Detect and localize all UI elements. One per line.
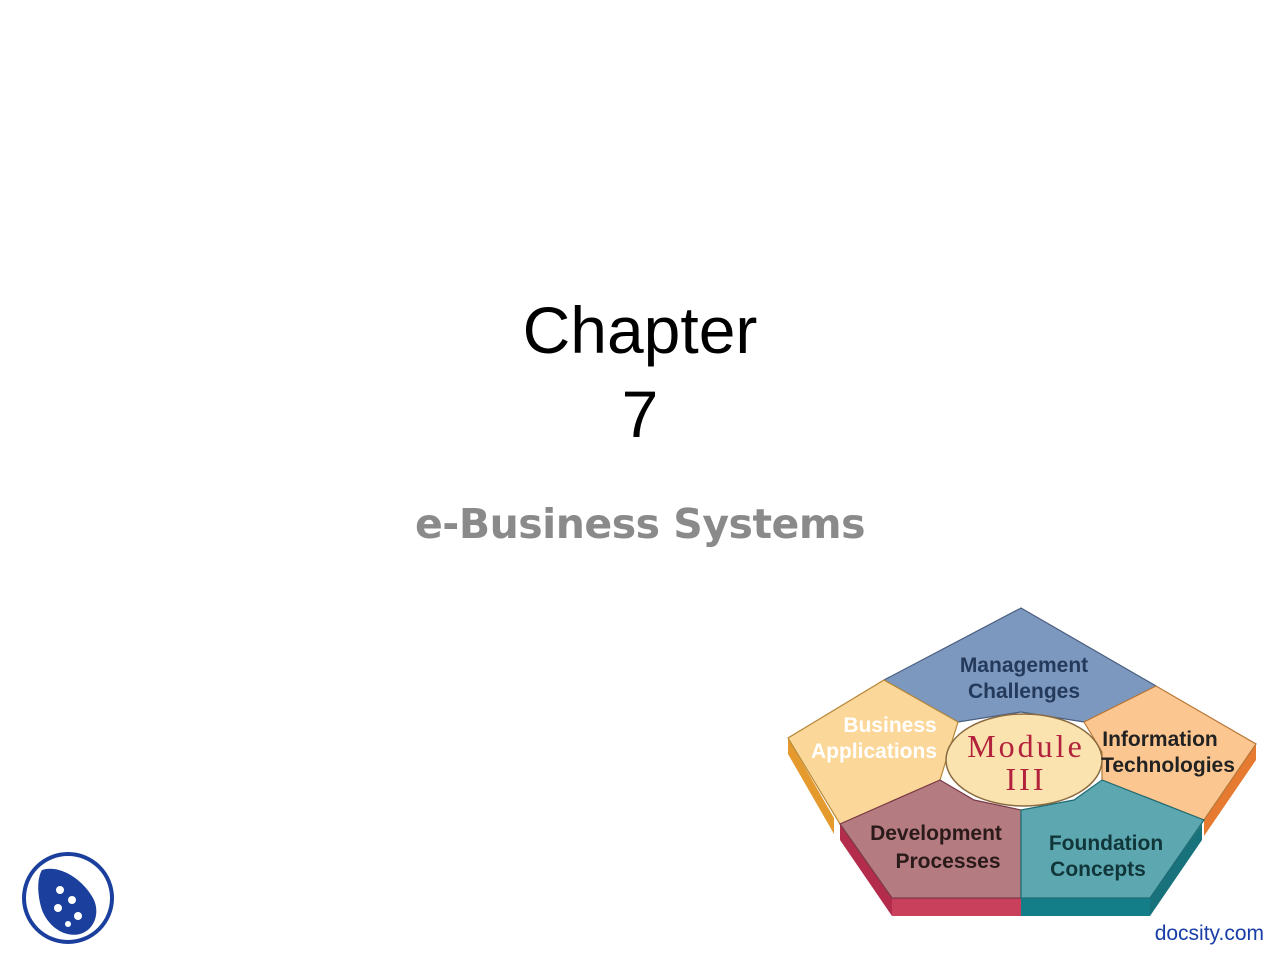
development-label-1: Development: [870, 822, 1002, 845]
module-label: Module: [967, 728, 1085, 764]
development-bottom-edge: [892, 898, 1021, 916]
foundation-label-1: Foundation: [1049, 832, 1163, 855]
development-label-2: Processes: [895, 850, 1000, 873]
slide-title: Chapter 7: [0, 288, 1280, 456]
module-number-label: III: [1006, 761, 1047, 797]
foundation-label-2: Concepts: [1050, 858, 1146, 881]
title-line-number: 7: [621, 377, 659, 451]
docsity-logo-icon: [22, 852, 114, 944]
business-label-1: Business: [843, 714, 936, 737]
foundation-edge: [1150, 824, 1202, 916]
information-label-2: Technologies: [1101, 754, 1235, 777]
development-edge: [840, 824, 892, 916]
business-edge: [788, 738, 834, 834]
module-center-ellipse: [945, 713, 1103, 807]
docsity-watermark[interactable]: docsity.com: [1154, 922, 1264, 945]
foundation-segment: [1020, 779, 1205, 899]
information-label-1: Information: [1102, 728, 1218, 751]
management-label-2: Challenges: [968, 680, 1080, 703]
information-edge: [1204, 744, 1256, 836]
slide-subtitle: e-Business Systems: [415, 500, 866, 548]
management-label-1: Management: [960, 654, 1088, 677]
business-label-2: Applications: [811, 740, 937, 763]
foundation-bottom-edge: [1021, 898, 1150, 916]
title-line-chapter: Chapter: [522, 293, 758, 367]
module-pentagon-diagram: Management Challenges Business Applicati…: [787, 607, 1257, 916]
